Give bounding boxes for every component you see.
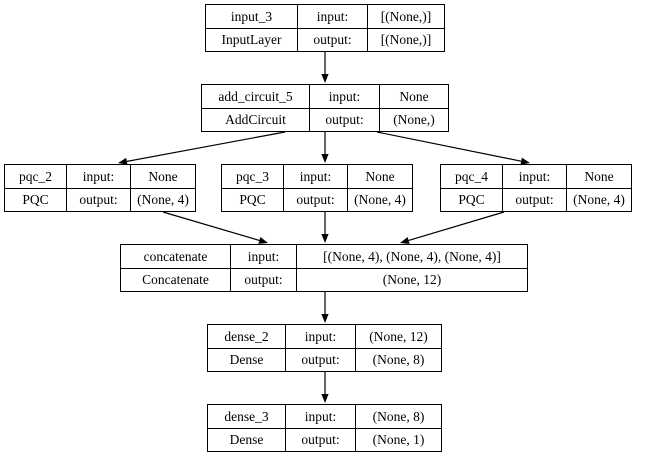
node-add_circuit_5-output-shape: (None,) — [393, 112, 435, 127]
node-add_circuit_5-input-label: input: — [310, 85, 380, 108]
edge-arrowhead-pqc_3-to-concatenate — [321, 234, 329, 243]
node-dense_3-input-label: input: — [286, 405, 356, 428]
node-concatenate-output-shape: (None, 12) — [382, 272, 442, 287]
edge-arrowhead-pqc_2-to-concatenate — [258, 236, 268, 244]
node-dense_2-output-label: output: — [286, 348, 356, 371]
edge-arrowhead-add_circuit_5-to-pqc_3 — [321, 154, 329, 163]
edge-line-add_circuit_5-to-pqc_4 — [376, 131, 522, 162]
node-add_circuit_5-input-shape: None — [399, 88, 429, 104]
node-pqc_2-output-label: output: — [67, 188, 131, 211]
node-input_3-input-shape: [(None,)] — [380, 8, 432, 24]
node-pqc_2-layer-name: pqc_2 — [5, 165, 67, 188]
edge-arrowhead-concatenate-to-dense_2 — [321, 314, 329, 323]
edge-line-pqc_2-to-concatenate — [162, 211, 260, 242]
node-pqc_3-class-name: PQC — [222, 188, 284, 211]
edge-line-pqc_4-to-concatenate — [408, 211, 505, 242]
node-pqc_3-input-label: input: — [284, 165, 348, 188]
node-pqc_4-output-label: output: — [503, 188, 567, 211]
node-pqc_4-input-label: input: — [503, 165, 567, 188]
node-concatenate-layer-name: concatenate — [121, 245, 231, 268]
node-dense_2-class-name: Dense — [208, 348, 286, 371]
edge-arrowhead-pqc_4-to-concatenate — [400, 236, 410, 244]
node-dense_2-layer-name: dense_2 — [208, 325, 286, 348]
node-pqc_4-input-shape: None — [584, 168, 614, 184]
node-pqc_2-class-name: PQC — [5, 188, 67, 211]
node-input_3-class-name: InputLayer — [206, 28, 298, 51]
node-pqc_3-input-shape: None — [365, 168, 395, 184]
node-concatenate-input-shape: [(None, 4), (None, 4), (None, 4)] — [323, 248, 501, 264]
node-concatenate-class-name: Concatenate — [121, 268, 231, 291]
node-concatenate-input-label: input: — [231, 245, 297, 268]
node-pqc_2-input-label: input: — [67, 165, 131, 188]
node-pqc_3-layer-name: pqc_3 — [222, 165, 284, 188]
node-pqc_2-output-shape: (None, 4) — [137, 192, 189, 207]
node-dense_3-layer-name: dense_3 — [208, 405, 286, 428]
edge-arrowhead-input_3-to-add_circuit_5 — [321, 74, 329, 83]
edge-line-add_circuit_5-to-pqc_2 — [126, 131, 286, 162]
node-dense_3-output-shape: (None, 1) — [372, 432, 425, 447]
node-dense_3-output-label: output: — [286, 428, 356, 451]
node-pqc_4-layer-name: pqc_4 — [441, 165, 503, 188]
node-dense_2-output-shape: (None, 8) — [372, 352, 425, 367]
node-dense_2-input-shape: (None, 12) — [369, 328, 428, 344]
node-pqc_3-output-shape: (None, 4) — [354, 192, 406, 207]
node-pqc_4-output-shape: (None, 4) — [573, 192, 625, 207]
node-add_circuit_5-layer-name: add_circuit_5 — [202, 85, 310, 108]
node-dense_3-input-shape: (None, 8) — [372, 408, 425, 424]
edge-arrowhead-dense_2-to-dense_3 — [321, 394, 329, 403]
node-dense_3-class-name: Dense — [208, 428, 286, 451]
node-concatenate-output-label: output: — [231, 268, 297, 291]
node-input_3-input-label: input: — [298, 5, 368, 28]
node-add_circuit_5-output-label: output: — [310, 108, 380, 131]
node-pqc_2-input-shape: None — [148, 168, 178, 184]
node-pqc_3-output-label: output: — [284, 188, 348, 211]
node-input_3-output-shape: [(None,)] — [380, 32, 432, 47]
node-input_3-output-label: output: — [298, 28, 368, 51]
node-dense_2-input-label: input: — [286, 325, 356, 348]
node-add_circuit_5-class-name: AddCircuit — [202, 108, 310, 131]
node-pqc_4-class-name: PQC — [441, 188, 503, 211]
node-input_3-layer-name: input_3 — [206, 5, 298, 28]
